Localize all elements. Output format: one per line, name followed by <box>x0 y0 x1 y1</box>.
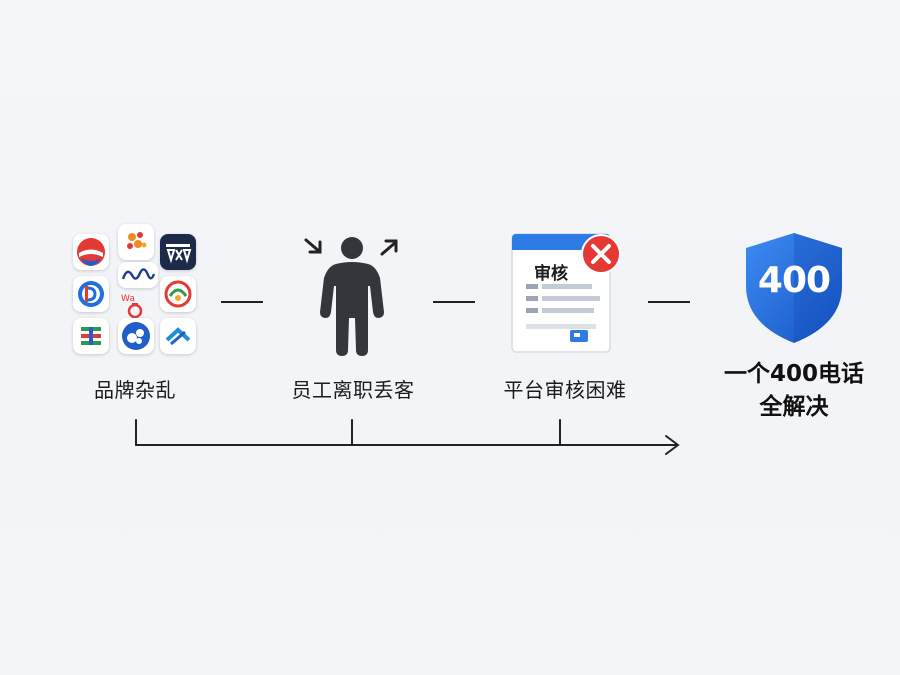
svg-text:Wa: Wa <box>121 294 135 304</box>
step-label-employee: 员工离职丢客 <box>291 378 415 402</box>
connector-dash <box>221 301 263 303</box>
logo-tile <box>73 318 109 354</box>
connector-dash <box>648 301 690 303</box>
review-rejected-icon: 审核 <box>508 230 624 358</box>
connector-dash <box>433 301 475 303</box>
step-label-review: 平台审核困难 <box>503 378 627 402</box>
logo-tile <box>118 318 154 354</box>
logo-tile <box>73 234 109 270</box>
logo-tile <box>118 224 154 260</box>
logo-tile <box>73 276 109 312</box>
shield-number: 400 <box>757 260 831 301</box>
result-label: 一个400电话 全解决 <box>706 358 882 424</box>
employee-leaving-icon <box>304 237 398 356</box>
timeline-arrow <box>135 419 680 455</box>
review-card-title: 审核 <box>534 264 568 284</box>
result-line-2: 全解决 <box>759 394 829 420</box>
logo-tile <box>118 262 158 288</box>
shield-icon <box>746 233 842 343</box>
shield-badge: 400 <box>740 230 848 346</box>
logo-tile <box>160 276 196 312</box>
result-line-1: 一个400电话 <box>723 361 864 387</box>
logo-tile <box>160 318 196 354</box>
logo-tile <box>160 234 196 270</box>
step-label-brand: 品牌杂乱 <box>94 378 176 402</box>
reject-x-icon <box>581 234 621 274</box>
logo-tile: Wa <box>118 290 152 320</box>
